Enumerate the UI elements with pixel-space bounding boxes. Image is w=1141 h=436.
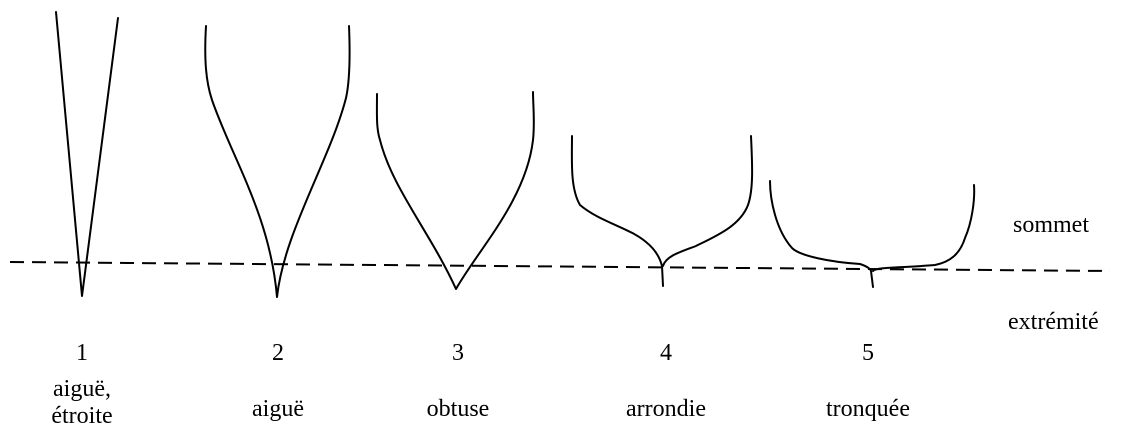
tip-shape-3-obtuse [375,91,535,290]
shape-3-name: obtuse [426,396,490,422]
reference-dashed-line [9,261,1111,272]
sommet-label: sommet [1013,212,1089,238]
extremite-label: extrémité [1008,309,1099,335]
shape-4-number: 4 [660,340,672,366]
tip-shape-4-rounded [570,135,754,287]
shape-5-number: 5 [862,340,874,366]
tip-shape-1-acute-narrow [55,11,119,297]
shape-2-number: 2 [272,340,284,366]
tip-shape-2-acute [204,25,351,298]
shape-5-name: tronquée [826,396,910,422]
shape-3-number: 3 [452,340,464,366]
tip-shape-5-truncated [769,180,976,288]
shape-1-number: 1 [76,340,88,366]
shape-1-name-line1: aiguë, [53,376,111,402]
shape-4-name: arrondie [626,396,706,422]
shape-2-name: aiguë [252,396,304,422]
shape-1-name-line2: étroite [51,403,113,429]
